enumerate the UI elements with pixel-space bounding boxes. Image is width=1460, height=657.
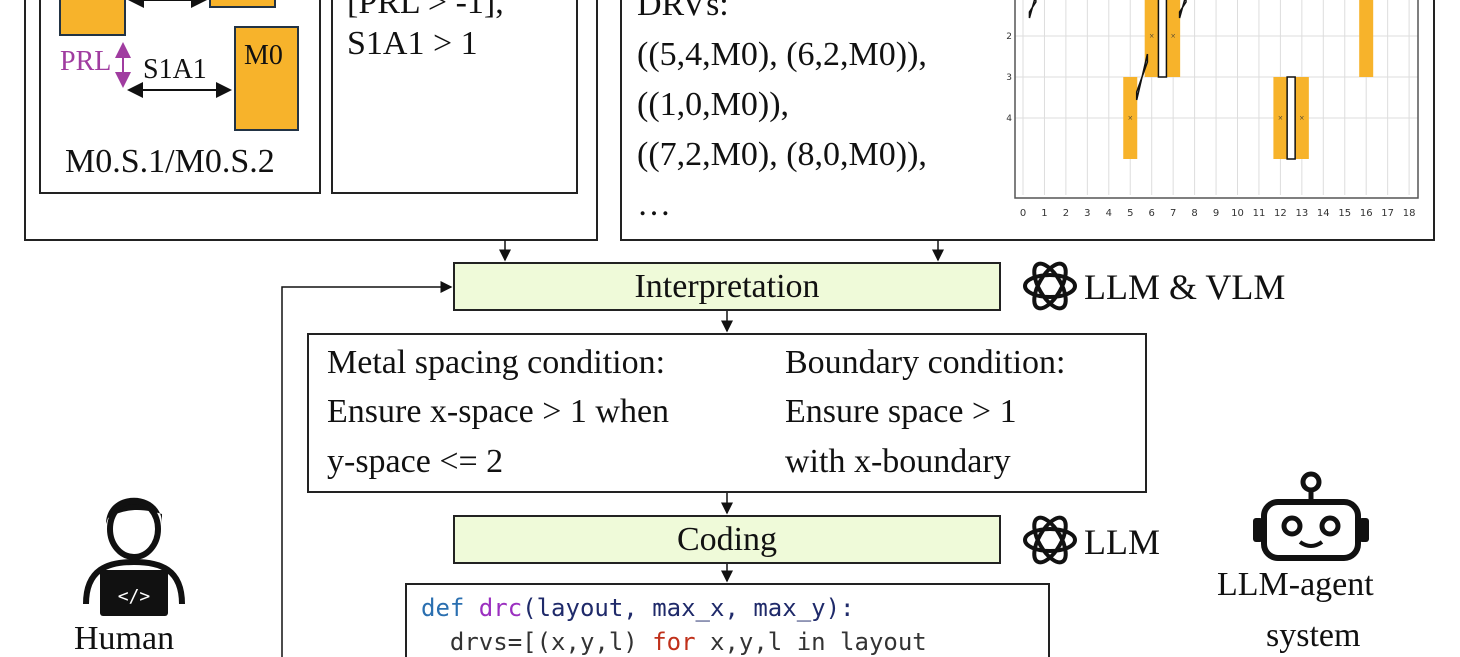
metal-column <box>1359 0 1374 77</box>
violation-link <box>1135 53 1149 101</box>
code-keyword: def <box>421 594 479 622</box>
violation-gap <box>1286 76 1296 160</box>
drv-marker: × <box>1171 31 1176 41</box>
condition-text: y-space <= 2 <box>327 443 504 480</box>
x-tick-label: 0 <box>1020 208 1026 219</box>
drv-line: ((7,2,M0), (8,0,M0)), <box>637 136 927 173</box>
x-tick-label: 11 <box>1253 208 1266 219</box>
drv-line: ((1,0,M0)), <box>637 86 790 123</box>
y-tick-label: 4 <box>1006 114 1012 124</box>
m0-label: M0 <box>244 40 283 71</box>
metal-column <box>1144 0 1159 77</box>
s1a1-label: S1A1 <box>143 54 207 85</box>
violation-gap <box>1157 0 1168 78</box>
metal-column <box>1294 77 1309 159</box>
human-label: Human <box>74 620 175 657</box>
x-tick-label: 13 <box>1295 208 1308 219</box>
conditions-box <box>307 333 1147 493</box>
x-tick-label: 4 <box>1106 208 1112 219</box>
code-text: x,y,l in layout <box>695 628 927 656</box>
y-tick-label: 2 <box>1006 32 1012 42</box>
x-tick-label: 9 <box>1213 208 1219 219</box>
condition-text: Boundary condition: <box>785 344 1066 381</box>
condition-text: Metal spacing condition: <box>327 344 666 381</box>
x-tick-label: 3 <box>1084 208 1090 219</box>
x-tick-label: 5 <box>1127 208 1133 219</box>
interpretation-label: Interpretation <box>634 268 820 305</box>
drv-line: ((5,4,M0), (6,2,M0)), <box>637 36 927 73</box>
feedback-arrow <box>281 281 453 657</box>
rule-name: M0.S.1/M0.S.2 <box>65 143 275 180</box>
x-tick-label: 10 <box>1231 208 1244 219</box>
left-panel-frame <box>24 0 598 241</box>
prl-label: PRL <box>60 46 112 77</box>
drvs-title: DRVs: <box>637 0 729 23</box>
code-box <box>405 583 1050 657</box>
agent-label: system <box>1266 617 1361 654</box>
rule-line: S1A1 > 1 <box>347 25 478 62</box>
llm-label: LLM <box>1084 522 1160 562</box>
robot-icon <box>1250 470 1372 567</box>
drv-marker: × <box>1149 31 1154 41</box>
metal-column <box>1166 0 1181 77</box>
coding-label: Coding <box>676 521 778 558</box>
openai-logo-icon <box>1020 510 1080 575</box>
violation-link <box>1028 0 1037 19</box>
svg-text:</>: </> <box>118 586 151 607</box>
rule-text-frame <box>331 0 578 194</box>
rule-line: [PRL > -1], <box>347 0 504 21</box>
metal-block <box>209 0 276 8</box>
x-tick-label: 7 <box>1170 208 1176 219</box>
drv-line: … <box>637 186 671 223</box>
llm-vlm-label: LLM & VLM <box>1084 267 1286 307</box>
coding-box: Coding <box>453 515 1001 564</box>
x-tick-label: 18 <box>1403 208 1416 219</box>
drv-marker: × <box>1128 113 1133 123</box>
code-line: def drc(layout, max_x, max_y): <box>421 594 855 622</box>
drv-marker: × <box>1299 113 1304 123</box>
code-text: drvs=[(x,y,l) <box>421 628 653 656</box>
plot-frame <box>1014 0 1419 199</box>
openai-logo-icon <box>1020 256 1080 321</box>
drv-marker: × <box>1278 113 1283 123</box>
code-text: (layout, max_x, max_y): <box>522 594 855 622</box>
x-tick-label: 15 <box>1338 208 1351 219</box>
x-tick-label: 6 <box>1149 208 1155 219</box>
x-tick-label: 14 <box>1317 208 1330 219</box>
x-tick-label: 1 <box>1041 208 1047 219</box>
right-panel-frame <box>620 0 1435 241</box>
condition-text: Ensure space > 1 <box>785 393 1017 430</box>
metal-column <box>1273 77 1288 159</box>
x-tick-label: 16 <box>1360 208 1373 219</box>
code-line: drvs=[(x,y,l) for x,y,l in layout <box>421 628 927 656</box>
metal-column <box>1123 77 1138 159</box>
x-tick-label: 17 <box>1381 208 1394 219</box>
condition-text: Ensure x-space > 1 when <box>327 393 670 430</box>
metal-block-m0 <box>234 26 299 131</box>
x-tick-label: 8 <box>1191 208 1197 219</box>
condition-text: with x-boundary <box>785 443 1011 480</box>
metal-block <box>59 0 126 36</box>
violation-link <box>1178 0 1187 19</box>
x-tick-label: 12 <box>1274 208 1287 219</box>
x-tick-label: 2 <box>1063 208 1069 219</box>
code-keyword: for <box>652 628 696 656</box>
layout-example-frame <box>39 0 321 194</box>
code-function-name: drc <box>478 594 523 622</box>
interpretation-box: Interpretation <box>453 262 1001 311</box>
human-laptop-icon: </> <box>78 484 190 624</box>
agent-label: LLM-agent <box>1217 566 1374 603</box>
y-tick-label: 3 <box>1006 73 1012 83</box>
